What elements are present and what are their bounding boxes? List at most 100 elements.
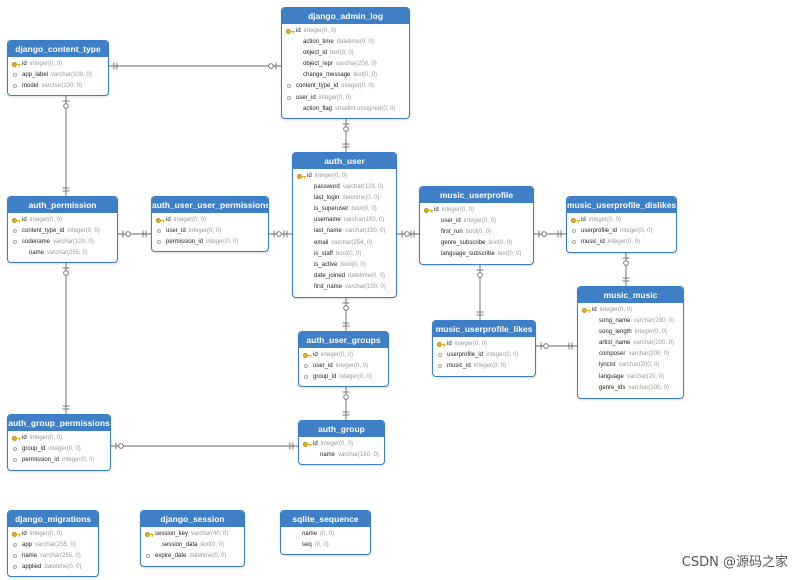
column-name: user_id xyxy=(313,363,333,370)
column-row: seq(0, 0) xyxy=(285,540,367,551)
column-type: (0, 0) xyxy=(314,542,329,549)
index-icon xyxy=(13,73,17,78)
column-type: datetime(0, 0) xyxy=(342,195,380,202)
column-type: varchar(100, 0) xyxy=(628,384,670,391)
column-name: group_id xyxy=(313,374,337,381)
column-name: song_length xyxy=(599,329,632,336)
primary-key-icon xyxy=(156,218,165,223)
column-type: varchar(40, 0) xyxy=(191,531,229,537)
index-icon xyxy=(13,458,17,463)
column-type: varchar(255, 0) xyxy=(40,553,81,560)
column-name: id xyxy=(296,28,301,34)
primary-key-icon xyxy=(12,218,21,223)
column-type: bool(0, 0) xyxy=(340,261,366,268)
column-type: integer(0, 0) xyxy=(67,228,100,235)
table-title: auth_user_user_permissions xyxy=(152,197,268,213)
column-type: varchar(128, 0) xyxy=(342,184,384,191)
column-type: text(0, 0) xyxy=(200,542,225,549)
column-name: id xyxy=(447,341,452,347)
column-type: varchar(20, 0) xyxy=(626,373,665,380)
column-name: userprofile_id xyxy=(447,352,484,359)
column-type: text(0, 0) xyxy=(330,50,354,57)
relation-auth-group-permissions-to-auth-group xyxy=(111,442,298,450)
column-name: name xyxy=(302,531,318,537)
primary-key-icon xyxy=(303,442,312,447)
table-title: music_userprofile_dislikes xyxy=(567,197,676,213)
column-name: user_id xyxy=(441,218,461,225)
index-icon xyxy=(287,84,291,89)
primary-key-icon xyxy=(582,308,591,313)
primary-key-icon xyxy=(424,208,433,213)
column-type: varchar(150, 0) xyxy=(343,217,385,224)
index-icon xyxy=(146,554,150,559)
column-name: app xyxy=(22,542,33,549)
index-icon xyxy=(304,375,308,380)
column-type: bool(0, 0) xyxy=(465,229,492,236)
column-name: change_message xyxy=(303,72,351,79)
column-type: integer(0, 0) xyxy=(335,363,369,370)
column-name: language xyxy=(599,373,624,380)
column-name: expire_date xyxy=(155,553,187,560)
column-name: seq xyxy=(302,542,312,549)
column-name: permission_id xyxy=(22,457,60,464)
column-type: varchar(150, 0) xyxy=(345,283,386,290)
column-type: integer(0, 0) xyxy=(303,28,337,34)
table-title: music_userprofile xyxy=(420,187,533,203)
column-type: integer(0, 0) xyxy=(339,374,372,381)
column-type: integer(0, 0) xyxy=(188,228,222,235)
column-type: varchar(100, 0) xyxy=(51,72,92,79)
column-name: id xyxy=(434,207,439,213)
column-name: email xyxy=(314,239,329,246)
table-title: auth_group_permissions xyxy=(8,415,110,431)
column-type: integer(0, 0) xyxy=(588,217,622,223)
column-type: bool(0, 0) xyxy=(335,250,362,257)
column-name: id xyxy=(313,352,318,358)
table-title: django_migrations xyxy=(8,511,98,527)
primary-key-icon xyxy=(303,353,312,358)
column-type: datetime(0, 0) xyxy=(189,553,227,560)
column-name: is_superuser xyxy=(314,206,349,213)
column-type: datetime(0, 0) xyxy=(44,564,82,571)
column-type: integer(0, 0) xyxy=(29,531,63,537)
column-type: integer(0, 0) xyxy=(320,352,354,358)
column-type: integer(0, 0) xyxy=(607,239,641,246)
column-type: integer(0, 0) xyxy=(320,441,354,447)
